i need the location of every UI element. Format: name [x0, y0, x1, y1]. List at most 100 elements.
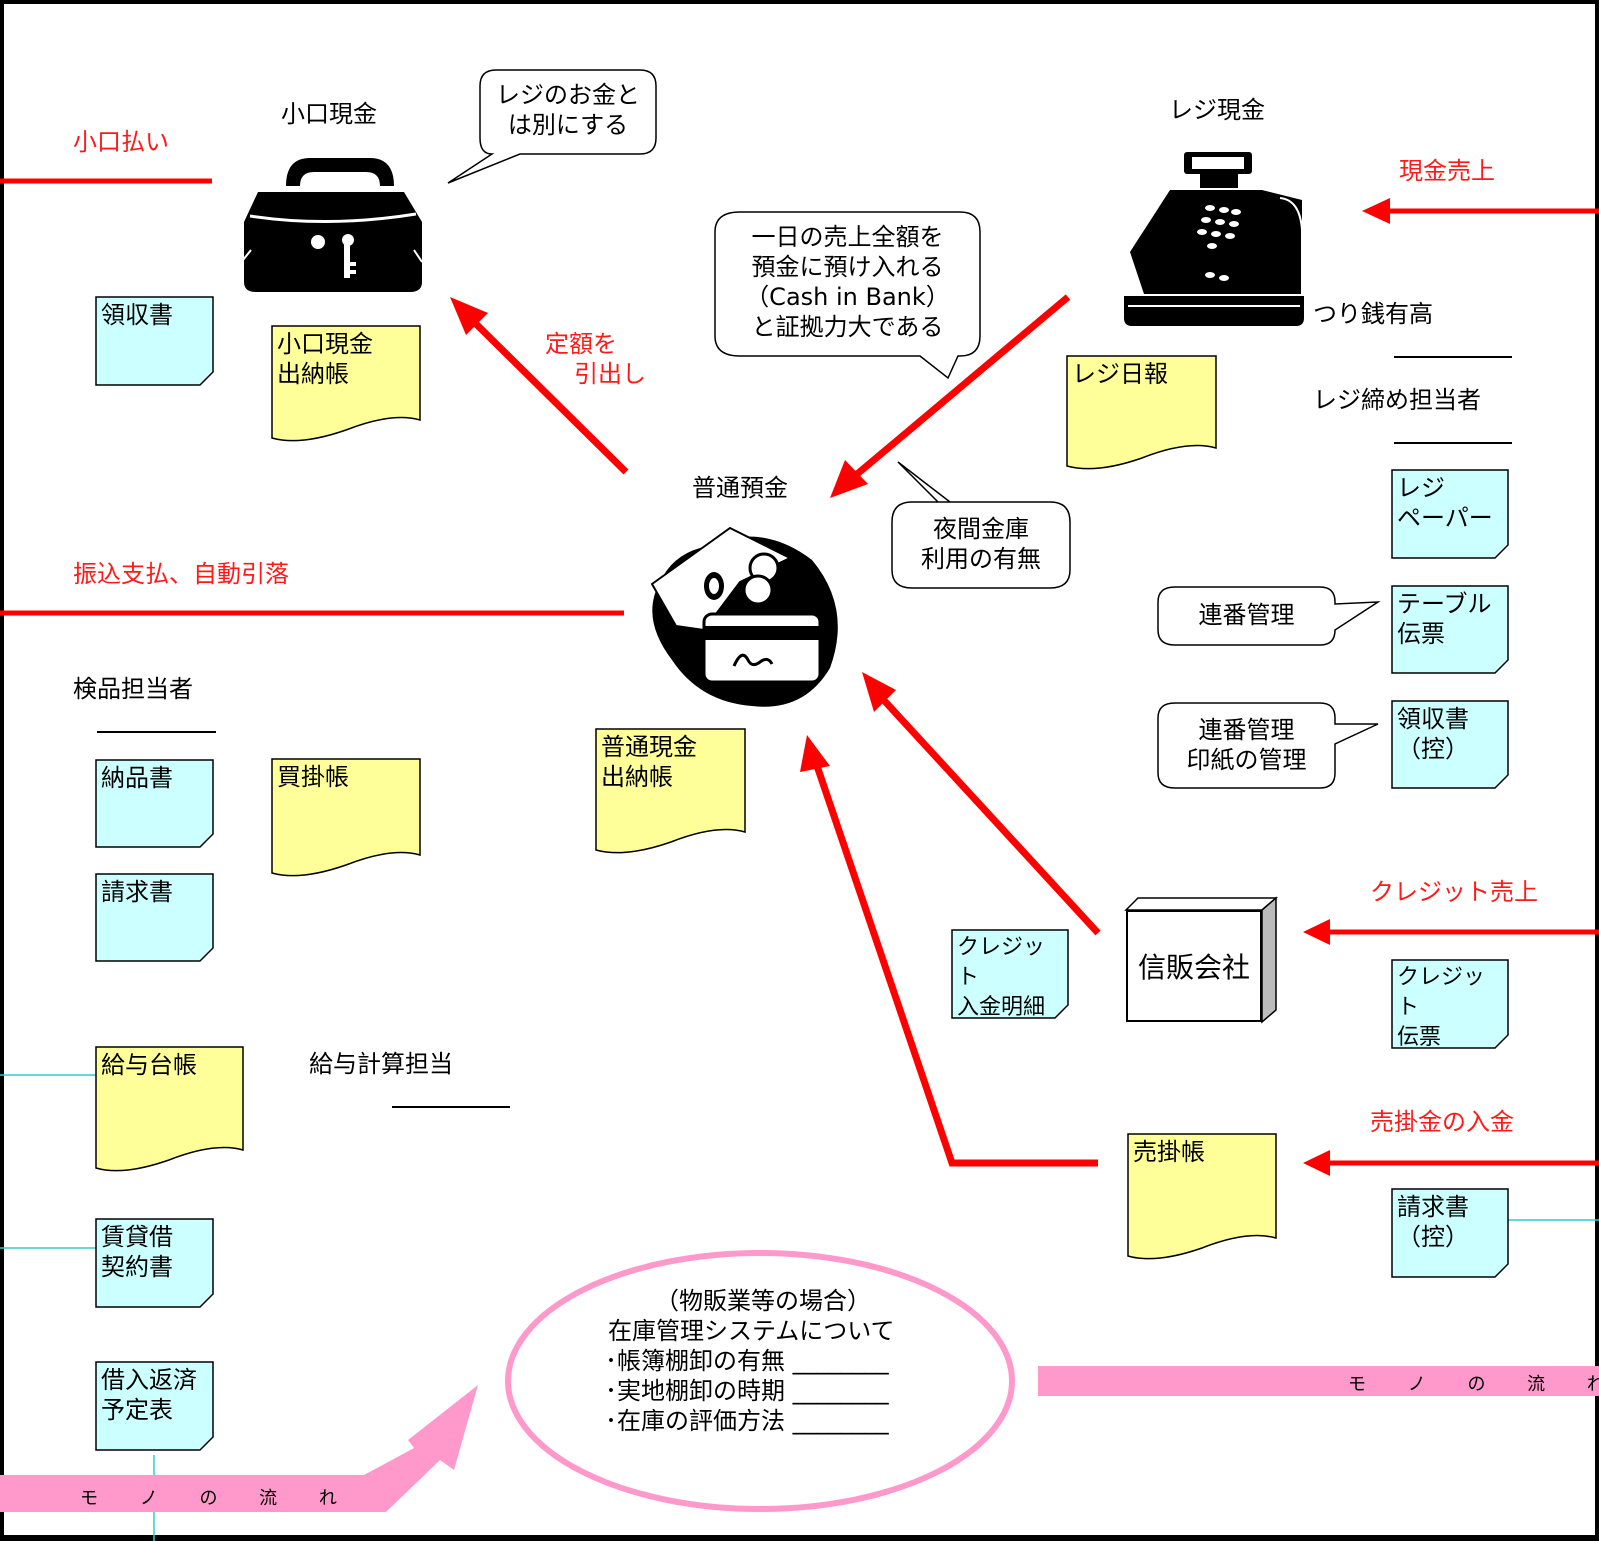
- note-line: 売掛帳: [1133, 1138, 1205, 1166]
- withdraw-arrow: [467, 315, 629, 475]
- receivable-arrow: [811, 758, 1098, 1167]
- note-line: 給与台帳: [101, 1051, 197, 1079]
- payroll-ledger-note: 給与台帳: [97, 1048, 245, 1082]
- inventory-item: ･在庫の評価方法 ________: [605, 1407, 889, 1435]
- note-line: 入金明細: [957, 995, 1046, 1020]
- change-balance-label: つり銭有高: [1313, 300, 1433, 328]
- credit-deposit-arrow: [877, 693, 1101, 936]
- bubble-shapes: [447, 69, 1381, 789]
- note-line: 伝票: [1397, 1025, 1442, 1050]
- withdraw-arrowhead: [450, 297, 488, 335]
- fixed-withdrawal-label-1: 定額を: [545, 330, 617, 358]
- cash-register-icon: [1044, 152, 1304, 326]
- note-line: ペーパー: [1397, 504, 1493, 532]
- deposit-sales-arrow: [847, 294, 1071, 483]
- credit-company-box: 信販会社: [1126, 910, 1262, 1022]
- credit-sales-label: クレジット売上: [1370, 878, 1538, 906]
- credit-statement-note: クレジット 入金明細: [953, 931, 1069, 1025]
- bubble-deposit: [714, 211, 981, 380]
- note-delivery: [95, 759, 214, 848]
- lease-note: 賃貸借 契約書: [97, 1220, 213, 1284]
- signature-lines: [97, 356, 1512, 1108]
- receivable-arrowhead: [800, 735, 830, 772]
- note-invoice: [95, 873, 214, 962]
- note-line: 請求書: [101, 878, 173, 906]
- fixed-withdrawal-label-2: 引出し: [574, 360, 646, 388]
- receivable-receipt-label: 売掛金の入金: [1370, 1108, 1514, 1136]
- delivery-note: 納品書: [97, 761, 213, 795]
- goods-flow-arrows: [0, 1366, 1599, 1512]
- goods-flow-label-left: モ ノ の 流 れ: [80, 1488, 355, 1509]
- receivable-book-note: 売掛帳: [1129, 1135, 1277, 1169]
- petty-cash-title: 小口現金: [281, 100, 377, 128]
- bubble-deposit-line: と証拠力大である: [751, 313, 944, 341]
- doc-petty-cash-book: [271, 325, 421, 442]
- note-line: 買掛帳: [277, 763, 349, 791]
- note-invoice-copy: [1391, 1188, 1509, 1278]
- bubble-separate: [447, 69, 657, 184]
- table-slip-note: テーブル 伝票: [1393, 587, 1509, 651]
- note-line: 普通現金: [601, 733, 697, 761]
- note-register-paper: [1391, 469, 1509, 559]
- goods-flow-label-right: モ ノ の 流 れ: [1348, 1374, 1599, 1395]
- petty-cash-book-note: 小口現金 出納帳: [273, 327, 421, 391]
- bubble-night-safe-line: 夜間金庫: [933, 515, 1029, 543]
- inventory-heading: （物販業等の場合）: [655, 1287, 871, 1315]
- note-line: 小口現金: [277, 330, 373, 358]
- note-line: （控）: [1397, 735, 1469, 763]
- note-line: 伝票: [1397, 620, 1445, 648]
- bubble-deposit-line: 預金に預け入れる: [751, 253, 944, 281]
- credit-deposit-arrowhead: [862, 672, 896, 712]
- register-closer-label: レジ締め担当者: [1313, 386, 1481, 414]
- note-line: 賃貸借: [101, 1223, 173, 1251]
- receivable-receipt-arrowhead: [1303, 1150, 1330, 1176]
- note-credit-statement: [951, 929, 1069, 1019]
- bubble-deposit-text: 一日の売上全額を 預金に預け入れる （Cash in Bank） と証拠力大であ…: [715, 222, 980, 342]
- cash-sales-label: 現金売上: [1399, 157, 1495, 185]
- arrows: [0, 178, 1599, 1176]
- note-line: クレジット: [1397, 965, 1486, 1020]
- bubble-serial-line: 連番管理: [1198, 601, 1295, 629]
- note-line: クレジット: [957, 935, 1046, 990]
- bubble-night-safe: [891, 461, 1071, 589]
- note-line: レジ日報: [1072, 360, 1168, 388]
- note-line: 領収書: [101, 301, 173, 329]
- doc-payable-book: [271, 758, 421, 877]
- bubble-separate-line: は別にする: [507, 111, 629, 139]
- note-lease: [95, 1218, 214, 1308]
- note-receipt-copy: [1391, 700, 1509, 789]
- bubble-serial-stamp-line: 連番管理: [1198, 716, 1295, 744]
- bank-money-icon: [650, 526, 838, 707]
- deposit-book-note: 普通現金 出納帳: [597, 730, 745, 794]
- doc-receivable-book: [1127, 1133, 1277, 1260]
- inventory-item: ･実地棚卸の時期 ________: [605, 1377, 889, 1405]
- note-loan: [95, 1361, 214, 1451]
- note-line: 予定表: [101, 1396, 173, 1424]
- note-line: 出納帳: [277, 360, 349, 388]
- bubble-night-safe-text: 夜間金庫 利用の有無: [892, 514, 1070, 574]
- cash-box-icon: [242, 158, 423, 292]
- note-line: 領収書: [1397, 705, 1469, 733]
- inventory-title: 在庫管理システムについて: [608, 1317, 895, 1345]
- doc-payroll-ledger: [95, 1046, 244, 1172]
- note-table-slip: [1391, 585, 1509, 674]
- cash-sales-arrowhead: [1362, 198, 1390, 224]
- note-line: （控）: [1397, 1223, 1469, 1251]
- receipt-note: 領収書: [97, 298, 213, 332]
- bubble-serial: [1157, 586, 1381, 646]
- invoice-note: 請求書: [97, 875, 213, 909]
- doc-deposit-book: [595, 728, 746, 854]
- payable-book-note: 買掛帳: [273, 760, 421, 794]
- bubble-serial-stamp: [1157, 702, 1379, 789]
- note-line: 借入返済: [101, 1366, 197, 1394]
- note-line: 契約書: [101, 1253, 173, 1281]
- goods-flow-bar-right: [1038, 1366, 1599, 1396]
- bubble-serial-stamp-text: 連番管理 印紙の管理: [1158, 715, 1335, 775]
- invoice-copy-note: 請求書 （控）: [1393, 1190, 1509, 1254]
- note-line: レジ: [1397, 474, 1445, 502]
- payroll-staff-label: 給与計算担当: [309, 1050, 453, 1078]
- register-report-note: レジ日報: [1068, 357, 1216, 391]
- loan-note: 借入返済 予定表: [97, 1363, 213, 1427]
